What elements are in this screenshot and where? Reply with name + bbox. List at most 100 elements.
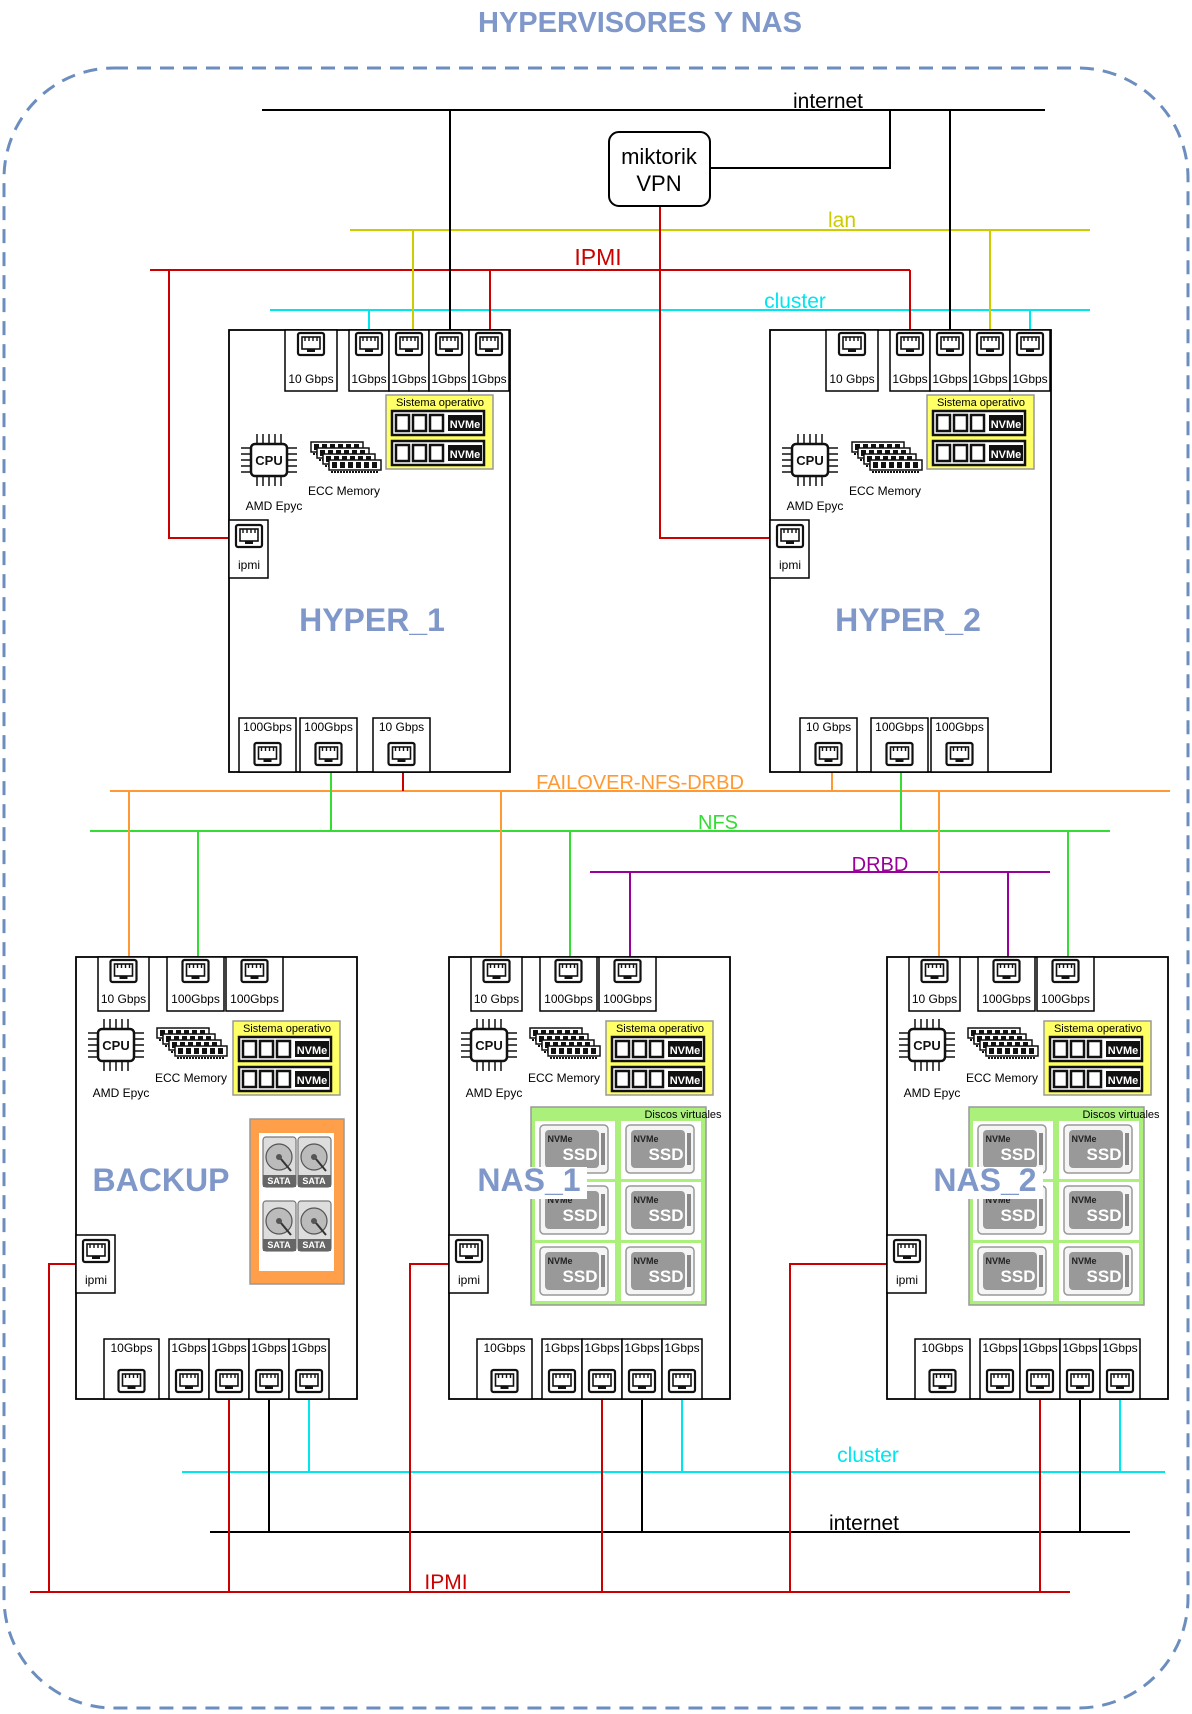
memory-chip (991, 1042, 996, 1048)
nvme-chip (1086, 1069, 1103, 1089)
nvme-label: NVMe (297, 1045, 328, 1057)
nvme-chip (631, 1039, 648, 1059)
ipmi-port: ipmi (448, 1234, 489, 1294)
network-port: 100Gbps (166, 956, 225, 1012)
network-port: 100Gbps (1036, 956, 1095, 1012)
ssd-small-label: NVMe (547, 1134, 572, 1144)
port-icon-latch (848, 349, 856, 352)
memory-chip (563, 1036, 568, 1042)
ssd-big-label: SSD (1001, 1145, 1036, 1164)
nvme-drive-icon: NVMe (1048, 1035, 1144, 1063)
memory-chip (178, 1048, 183, 1054)
memory-chip (184, 1030, 189, 1036)
ssd-big-label: SSD (1087, 1145, 1122, 1164)
memory-chip (356, 462, 361, 468)
ethernet-port-icon (254, 1368, 284, 1394)
ethernet-port-icon (885, 741, 914, 767)
ssd-big-label: SSD (1087, 1267, 1122, 1286)
cpu-label: AMD Epyc (93, 1086, 150, 1100)
wires-layer (30, 109, 1170, 1593)
network-port: 10 Gbps (470, 956, 523, 1012)
hdd-spindle (276, 1154, 282, 1160)
memory-stick (869, 459, 923, 471)
memory-chip (202, 1048, 207, 1054)
memory-chip (168, 1030, 173, 1036)
memory-chip (1001, 1036, 1006, 1042)
router-to-hyper2-ipmi (659, 206, 770, 539)
memory-chip (366, 456, 371, 462)
port-icon-latch (638, 1386, 646, 1389)
port-icon-latch (946, 349, 954, 352)
memory-chip (987, 1030, 992, 1036)
port-label: 10Gbps (921, 1341, 963, 1355)
os-label: Sistema operativo (616, 1023, 704, 1035)
port-icon-latch (938, 1386, 947, 1389)
memory-chip (539, 1036, 544, 1042)
memory-icon (529, 1027, 601, 1059)
port-label: 1Gbps (972, 372, 1007, 386)
port-label: 1Gbps (391, 372, 426, 386)
memory-chip (372, 462, 377, 468)
memory-chip (993, 1036, 998, 1042)
memory-chip (547, 1036, 552, 1042)
nvme-drive-icon: NVMe (1048, 1065, 1144, 1093)
sata-label: SATA (267, 1240, 291, 1250)
failover-label: FAILOVER-NFS-DRBD (536, 772, 744, 794)
network-port: 1Gbps (1099, 1338, 1141, 1400)
ethernet-port-icon (547, 1368, 577, 1394)
network-port: 1Gbps (288, 1338, 330, 1400)
disks-label: Discos virtuales (1082, 1109, 1160, 1121)
memory-stick (985, 1045, 1039, 1057)
network-port: 100Gbps (977, 956, 1036, 1012)
memory-chip (326, 456, 331, 462)
port-label: 1Gbps (471, 372, 506, 386)
hdd-label-band (298, 1175, 331, 1187)
memory-chip (889, 462, 894, 468)
ipmi-top-label: IPMI (574, 244, 621, 270)
cpu-body (907, 1027, 947, 1063)
memory-chip (571, 1036, 576, 1042)
memory-chip (342, 456, 347, 462)
ipmi-bottom-label: IPMI (424, 1571, 467, 1594)
ethernet-port-icon (895, 331, 925, 357)
port-icon-latch (1036, 1386, 1044, 1389)
ethernet-port-icon (1051, 958, 1080, 984)
port-icon-latch (397, 759, 406, 762)
ssd-big-label: SSD (563, 1145, 598, 1164)
port-icon-latch (92, 1256, 100, 1259)
nvme-drive-icon: NVMe (610, 1065, 706, 1093)
server-name: BACKUP (93, 1162, 230, 1198)
memory-chip (1013, 1048, 1018, 1054)
port-icon-latch (365, 349, 373, 352)
port-icon-latch (895, 759, 904, 762)
memory-chip (559, 1048, 564, 1054)
port-label: 1Gbps (251, 1341, 286, 1355)
memory-chip (328, 450, 333, 456)
port-icon-latch (1116, 1386, 1124, 1389)
ssd-big-label: SSD (649, 1206, 684, 1225)
port-label: 1Gbps (892, 372, 927, 386)
ethernet-port-icon (314, 741, 343, 767)
nvme-chip (969, 413, 986, 433)
memory-chip (577, 1042, 582, 1048)
network-port: 1Gbps (1059, 1338, 1101, 1400)
memory-chip (861, 450, 866, 456)
ethernet-port-icon (1015, 331, 1045, 357)
nvme-chip (1052, 1039, 1069, 1059)
network-port: 100Gbps (225, 956, 284, 1012)
memory-chip (1009, 1036, 1014, 1042)
memory-chip (999, 1042, 1004, 1048)
ethernet-port-icon (394, 331, 424, 357)
port-icon-latch (127, 1386, 136, 1389)
ssd-big-label: SSD (1001, 1267, 1036, 1286)
memory-icon (967, 1027, 1039, 1059)
memory-chip (545, 1042, 550, 1048)
memory-chip (895, 444, 900, 450)
cpu-chip-label: CPU (913, 1038, 940, 1053)
port-label: 1Gbps (431, 372, 466, 386)
